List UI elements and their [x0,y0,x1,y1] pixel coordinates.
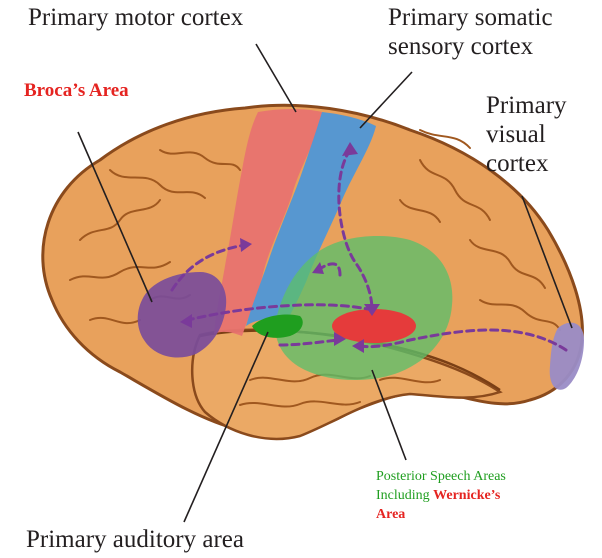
label-broca-area: Broca’s Area [24,80,129,102]
label-primary-visual-cortex: Primary visual cortex [486,92,567,178]
label-posterior-line3: Area [376,506,506,525]
label-posterior-line2: Including Wernicke’s [376,487,506,506]
label-posterior-speech-areas: Posterior Speech Areas Including Wernick… [376,468,506,525]
label-soma-line1: Primary somatic [388,4,553,33]
label-primary-motor-cortex: Primary motor cortex [28,4,243,33]
label-visual-line1: Primary [486,92,567,121]
label-soma-line2: sensory cortex [388,33,553,62]
label-posterior-prefix: Including [376,488,433,503]
label-visual-line3: cortex [486,150,567,179]
label-primary-somatic-sensory-cortex: Primary somatic sensory cortex [388,4,553,62]
label-posterior-line1: Posterior Speech Areas [376,468,506,487]
label-primary-auditory-area: Primary auditory area [26,526,244,555]
label-wernicke: Wernicke’s [433,488,500,503]
label-visual-line2: visual [486,121,567,150]
wernicke-region [332,309,416,343]
